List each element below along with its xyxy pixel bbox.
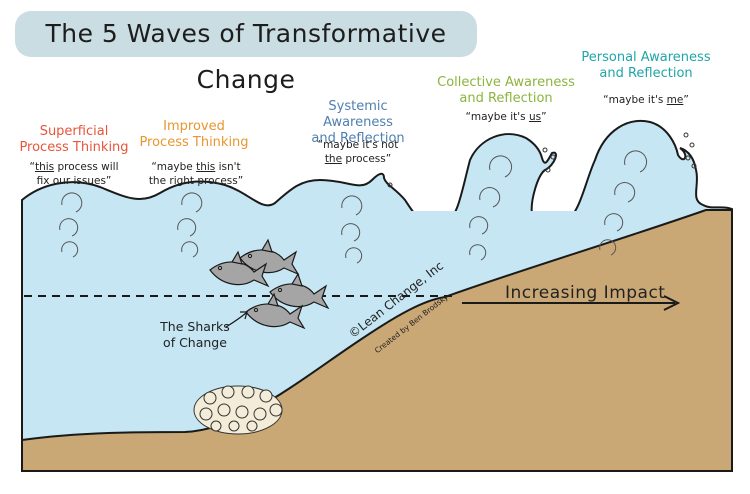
wave-4-label-line-2: and Reflection: [459, 91, 553, 106]
wave-1-quote-line-2: fix our issues”: [36, 175, 112, 187]
wave-5-label-line-2: and Reflection: [599, 66, 693, 81]
shark-2: [209, 250, 270, 288]
wave-3-label-line-1: Systemic Awareness: [323, 99, 393, 130]
wave-4-quote-start: “maybe it's: [465, 111, 529, 123]
ground: [21, 209, 733, 472]
wave-3-label-line-2: and Reflection: [311, 131, 405, 146]
wave-1-label: Superficial Process Thinking: [18, 124, 130, 156]
wave-4-quote-end: ”: [541, 111, 547, 123]
wave-4-label: Collective Awareness and Reflection: [436, 75, 576, 107]
wave-1-label-line-2: Process Thinking: [19, 140, 129, 155]
wave-5-quote-end: ”: [683, 94, 689, 106]
sharks-label-line-2: of Change: [163, 335, 227, 350]
wave-5-quote: “maybe it's me”: [586, 93, 706, 107]
wave-4-label-line-1: Collective Awareness: [437, 75, 575, 90]
sharks-label-line-1: The Sharks: [160, 319, 230, 334]
wave-2-label-line-1: Improved: [163, 119, 225, 134]
sharks-label: The Sharks of Change: [150, 319, 240, 351]
wave-4-quote-emphasis: us: [528, 111, 542, 123]
wave-swirls: [59, 150, 648, 264]
skull-pile: [193, 385, 283, 435]
wave-3-label: Systemic Awareness and Reflection: [292, 99, 424, 147]
wave-5-quote-emphasis: me: [666, 94, 684, 106]
wave-5-quote-start: “maybe it's: [603, 94, 667, 106]
sharks-pointer: [225, 312, 247, 328]
impact-arrowhead: [663, 295, 681, 311]
shark-3: [269, 272, 330, 310]
water-body: [21, 119, 733, 227]
wave-1-quote-start: “: [29, 161, 35, 173]
wave-2-quote-line-2: the right process”: [148, 175, 244, 187]
wave-3-quote: “maybe it's not the process”: [300, 138, 416, 166]
wave-1-label-line-1: Superficial: [39, 124, 109, 139]
wave-5-label-line-1: Personal Awareness: [581, 50, 711, 65]
wave-3-quote-emphasis: the: [324, 153, 343, 165]
increasing-impact-label: Increasing Impact: [505, 283, 666, 303]
diagram-title: The 5 Waves of Transformative Change: [45, 19, 447, 94]
wave-4-quote: “maybe it's us”: [446, 110, 566, 124]
wave-2-quote-end: isn't: [215, 161, 241, 173]
wave-2-label-line-2: Process Thinking: [139, 135, 249, 150]
wave-2-quote-start: “maybe: [151, 161, 197, 173]
wave-2-quote-emphasis: this: [196, 161, 216, 173]
title-banner: The 5 Waves of Transformative Change: [15, 11, 477, 94]
sharks-pointer-head: [240, 311, 248, 320]
wave-3-quote-line-1: “maybe it's not: [317, 139, 399, 151]
shark-4: [245, 292, 306, 330]
wave-2-label: Improved Process Thinking: [138, 119, 250, 151]
wave-1-quote-end: process will: [54, 161, 119, 173]
wave-2-quote: “maybe this isn't the right process”: [132, 160, 260, 188]
wave-spray: [387, 132, 697, 188]
wave-1-quote-emphasis: this: [34, 161, 55, 173]
wave-5-label: Personal Awareness and Reflection: [578, 50, 714, 82]
wave-1-quote: “this process will fix our issues”: [18, 160, 130, 188]
wave-3-quote-end: process”: [342, 153, 392, 165]
